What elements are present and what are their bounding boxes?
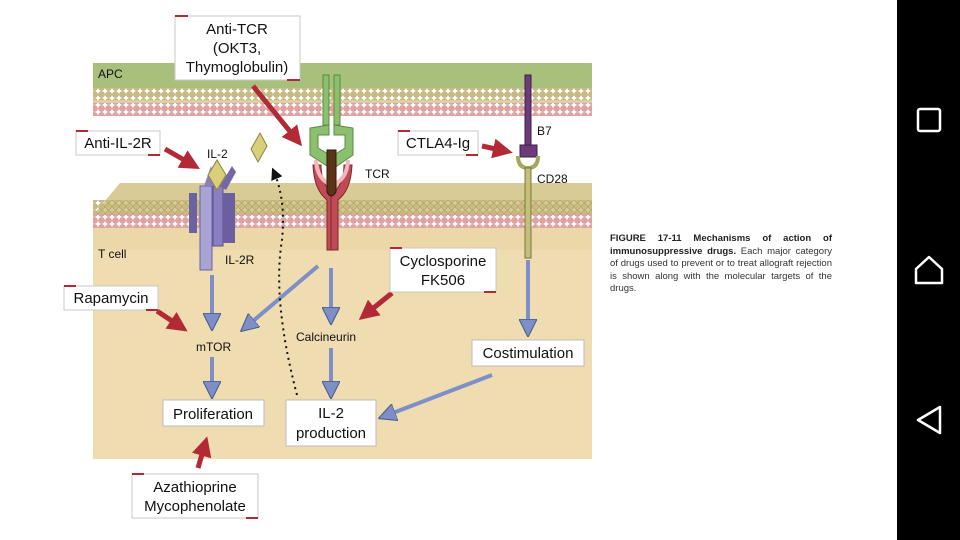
ctla4-text: CTLA4-Ig — [406, 135, 470, 152]
proliferation-box: Proliferation — [162, 399, 265, 427]
anti-tcr-drug-arrow — [251, 84, 303, 147]
costimulation-to-il2-production-arrow — [385, 373, 493, 416]
anti-tcr-line-1: Anti-TCR — [206, 21, 268, 38]
b7-label: B7 — [537, 124, 552, 138]
anti-tcr-line-2: (OKT3, — [213, 40, 261, 57]
il2r-label: IL-2R — [225, 253, 255, 267]
anti-il2r-text: Anti-IL-2R — [84, 135, 152, 152]
cd28-label: CD28 — [537, 172, 568, 186]
cyclosporine-drug-arrow — [358, 291, 394, 321]
t-cell-membrane-outer — [93, 200, 592, 214]
rapamycin-drug-arrow — [155, 308, 188, 332]
anti-tcr-line-3: Thymoglobulin) — [186, 59, 289, 76]
ctla4-drug-arrow — [481, 138, 513, 159]
azathioprine-line-1: Azathioprine — [153, 479, 236, 496]
android-navigation-bar — [897, 0, 960, 540]
home-icon — [914, 255, 944, 285]
t-cell-label: T cell — [98, 247, 126, 261]
il2-label: IL-2 — [207, 147, 228, 161]
rapamycin-box: Rapamycin — [63, 285, 159, 311]
back-button[interactable] — [907, 398, 951, 442]
il2-production-box: IL-2 production — [285, 399, 377, 447]
azathioprine-drug-arrow — [192, 436, 212, 469]
azathioprine-box: Azathioprine Mycophenolate — [131, 473, 259, 519]
ctla4-box: CTLA4-Ig — [397, 130, 479, 156]
back-triangle-icon — [916, 405, 942, 435]
home-button[interactable] — [907, 248, 951, 292]
square-icon — [916, 107, 942, 133]
costimulation-text: Costimulation — [483, 345, 574, 362]
azathioprine-line-2: Mycophenolate — [144, 498, 246, 515]
anti-tcr-box: Anti-TCR (OKT3, Thymoglobulin) — [174, 15, 301, 81]
proliferation-text: Proliferation — [173, 406, 253, 423]
il2r-receptor — [189, 166, 236, 271]
figure-caption: FIGURE 17-11 Mechanisms of action of imm… — [610, 233, 832, 296]
tcr-complex — [309, 74, 354, 251]
il2-molecule-bound — [207, 159, 227, 191]
cyclosporine-box: Cyclosporine FK506 — [389, 247, 497, 293]
tcr-label: TCR — [365, 167, 390, 181]
cyclosporine-line-2: FK506 — [421, 272, 465, 289]
apc-membrane-inner — [93, 102, 592, 116]
il2-molecule-free — [250, 131, 268, 164]
apc-region — [93, 63, 592, 88]
costimulation-box: Costimulation — [471, 339, 585, 367]
il2-production-line-2: production — [296, 425, 366, 442]
cyclosporine-line-1: Cyclosporine — [400, 253, 487, 270]
anti-il2r-drug-arrow — [163, 146, 200, 169]
recent-apps-button[interactable] — [907, 98, 951, 142]
apc-label: APC — [98, 67, 123, 81]
caption-title: FIGURE 17-11 Mechanisms of action of imm… — [610, 233, 832, 257]
calcineurin-label: Calcineurin — [296, 330, 356, 344]
mtor-label: mTOR — [196, 340, 231, 354]
il2-production-line-1: IL-2 — [318, 405, 344, 422]
anti-il2r-box: Anti-IL-2R — [75, 130, 161, 156]
t-cell-membrane-inner — [93, 214, 592, 228]
b7-cd28 — [516, 74, 540, 259]
apc-membrane-outer — [93, 88, 592, 102]
tcr-to-mtor-arrow — [246, 264, 320, 327]
rapamycin-text: Rapamycin — [73, 290, 148, 307]
caption-body: Each major category of drugs used to pre… — [610, 245, 833, 295]
